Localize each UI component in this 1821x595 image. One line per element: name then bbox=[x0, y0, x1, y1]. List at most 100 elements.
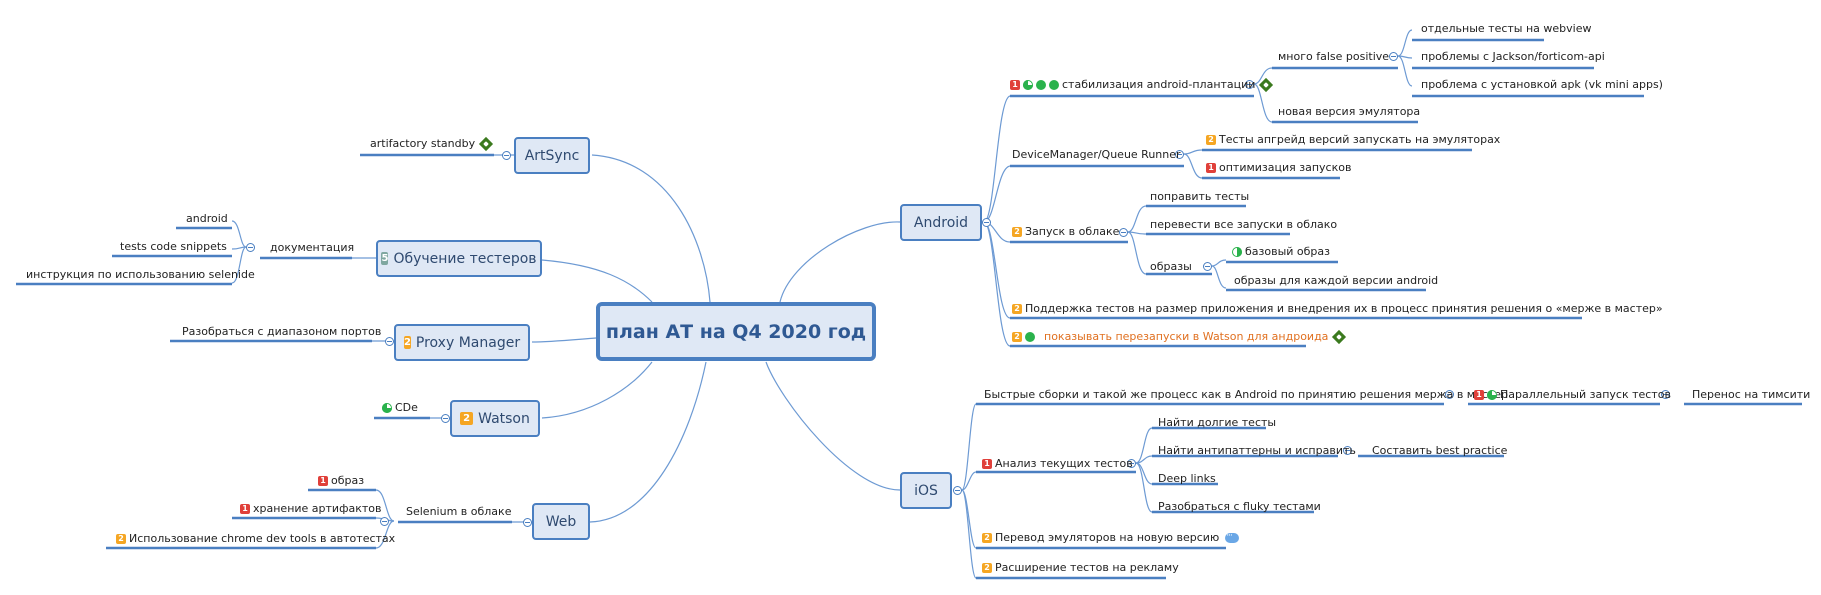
priority-1-icon: 1 bbox=[240, 504, 250, 514]
topic-ios-label: iOS bbox=[914, 482, 938, 499]
web-image-label: образ bbox=[331, 474, 365, 487]
subtopic-long-tests[interactable]: Найти долгие тесты bbox=[1158, 416, 1276, 430]
topic-proxy-label: Proxy Manager bbox=[415, 334, 521, 351]
topic-web[interactable]: Web bbox=[532, 503, 590, 540]
subtopic-watson-restarts[interactable]: 2 показывать перезапуски в Watson для ан… bbox=[1012, 329, 1347, 345]
per-version-images-label: образы для каждой версии android bbox=[1234, 274, 1439, 287]
fast-builds-label: Быстрые сборки и такой же процесс как в … bbox=[984, 388, 1509, 401]
subtopic-ads-tests[interactable]: 2 Расширение тестов на рекламу bbox=[982, 561, 1179, 575]
subtopic-android-docs[interactable]: android bbox=[186, 212, 228, 226]
topic-training-label: Обучение тестеров bbox=[393, 250, 537, 267]
code-snippets-label: tests code snippets bbox=[120, 240, 227, 253]
collapse-toggle[interactable] bbox=[1343, 446, 1352, 455]
subtopic-documentation[interactable]: документация bbox=[270, 241, 354, 255]
topic-watson-label: Watson bbox=[478, 410, 530, 427]
artifactory-standby-label: artifactory standby bbox=[370, 137, 476, 150]
collapse-toggle[interactable] bbox=[1127, 459, 1136, 468]
subtopic-code-snippets[interactable]: tests code snippets bbox=[120, 240, 227, 254]
collapse-toggle[interactable] bbox=[1661, 390, 1670, 399]
selenium-cloud-label: Selenium в облаке bbox=[406, 505, 512, 518]
priority-icon: 5 bbox=[381, 252, 389, 265]
subtopic-emulator[interactable]: новая версия эмулятора bbox=[1278, 105, 1420, 119]
subtopic-base-image[interactable]: базовый образ bbox=[1232, 245, 1330, 259]
collapse-toggle[interactable] bbox=[982, 218, 991, 227]
topic-training[interactable]: 5 Обучение тестеров bbox=[376, 240, 542, 277]
collapse-toggle[interactable] bbox=[523, 518, 532, 527]
collapse-toggle[interactable] bbox=[1445, 390, 1454, 399]
subtopic-best-practice[interactable]: Составить best practice bbox=[1372, 444, 1507, 458]
subtopic-parallel-run[interactable]: 1 Параллельный запуск тестов bbox=[1474, 388, 1671, 402]
subtopic-chrome-devtools[interactable]: 2 Использование chrome dev tools в автот… bbox=[116, 532, 395, 546]
collapse-toggle[interactable] bbox=[1119, 228, 1128, 237]
flag-diamond-icon bbox=[1332, 329, 1347, 345]
priority-1-icon: 1 bbox=[318, 476, 328, 486]
subtopic-test-analysis[interactable]: 1 Анализ текущих тестов bbox=[982, 457, 1133, 471]
artifact-storage-label: хранение артифактов bbox=[253, 502, 382, 515]
progress-done-icon bbox=[1049, 80, 1059, 90]
emulators-update-label: Перевод эмуляторов на новую версию bbox=[995, 531, 1220, 544]
subtopic-fix-tests[interactable]: поправить тесты bbox=[1150, 190, 1249, 204]
subtopic-move-to-cloud[interactable]: перевести все запуски в облако bbox=[1150, 218, 1337, 232]
subtopic-emulators-update[interactable]: 2 Перевод эмуляторов на новую версию bbox=[982, 529, 1240, 545]
collapse-toggle[interactable] bbox=[1389, 52, 1398, 61]
fix-tests-label: поправить тесты bbox=[1150, 190, 1250, 203]
subtopic-port-range[interactable]: Разобраться с диапазоном портов bbox=[182, 325, 381, 339]
subtopic-cloud-run[interactable]: 2 Запуск в облаке bbox=[1012, 225, 1119, 239]
subtopic-per-version-images[interactable]: образы для каждой версии android bbox=[1234, 274, 1438, 288]
subtopic-artifactory-standby[interactable]: artifactory standby bbox=[370, 136, 494, 152]
collapse-toggle[interactable] bbox=[1175, 150, 1184, 159]
subtopic-selenide-guide[interactable]: инструкция по использованию selenide bbox=[26, 268, 255, 282]
subtopic-artifact-storage[interactable]: 1 хранение артифактов bbox=[240, 502, 382, 516]
collapse-toggle[interactable] bbox=[1203, 262, 1212, 271]
subtopic-size-tests[interactable]: 2 Поддержка тестов на размер приложения … bbox=[1012, 302, 1663, 316]
subtopic-cde[interactable]: CDe bbox=[382, 401, 418, 415]
priority-icon: 2 bbox=[460, 412, 474, 425]
comment-icon[interactable] bbox=[1225, 529, 1240, 543]
topic-watson[interactable]: 2 Watson bbox=[450, 400, 540, 437]
subtopic-device-manager[interactable]: DeviceManager/Queue Runner bbox=[1012, 148, 1181, 162]
collapse-toggle[interactable] bbox=[953, 486, 962, 495]
collapse-toggle[interactable] bbox=[441, 414, 450, 423]
collapse-toggle[interactable] bbox=[1245, 80, 1254, 89]
central-topic[interactable]: план АТ на Q4 2020 год bbox=[596, 302, 876, 361]
priority-2-icon: 2 bbox=[1206, 135, 1216, 145]
subtopic-teamcity[interactable]: Перенос на тимсити bbox=[1692, 388, 1810, 402]
chrome-devtools-label: Использование chrome dev tools в автотес… bbox=[129, 532, 396, 545]
topic-android[interactable]: Android bbox=[900, 204, 982, 241]
subtopic-upgrade-tests[interactable]: 2 Тесты апгрейд версий запускать на эмул… bbox=[1206, 133, 1500, 147]
collapse-toggle[interactable] bbox=[246, 243, 255, 252]
subtopic-apk[interactable]: проблема с установкой apk (vk mini apps) bbox=[1421, 78, 1663, 92]
collapse-toggle[interactable] bbox=[502, 151, 511, 160]
subtopic-webview[interactable]: отдельные тесты на webview bbox=[1421, 22, 1591, 36]
collapse-toggle[interactable] bbox=[385, 337, 394, 346]
images-label: образы bbox=[1150, 260, 1192, 273]
subtopic-web-image[interactable]: 1 образ bbox=[318, 474, 364, 488]
jackson-label: проблемы с Jackson/forticom-api bbox=[1421, 50, 1605, 63]
upgrade-tests-label: Тесты апгрейд версий запускать на эмулят… bbox=[1219, 133, 1501, 146]
subtopic-optimization[interactable]: 1 оптимизация запусков bbox=[1206, 161, 1351, 175]
topic-proxy-manager[interactable]: 2 Proxy Manager bbox=[394, 324, 530, 361]
subtopic-selenium-cloud[interactable]: Selenium в облаке bbox=[406, 505, 511, 519]
flag-diamond-icon bbox=[1259, 77, 1274, 93]
device-manager-label: DeviceManager/Queue Runner bbox=[1012, 148, 1181, 161]
priority-1-icon: 1 bbox=[1206, 163, 1216, 173]
priority-2-icon: 2 bbox=[982, 563, 992, 573]
central-topic-label: план АТ на Q4 2020 год bbox=[605, 320, 867, 343]
subtopic-jackson[interactable]: проблемы с Jackson/forticom-api bbox=[1421, 50, 1605, 64]
topic-artsync[interactable]: ArtSync bbox=[514, 137, 590, 174]
topic-ios[interactable]: iOS bbox=[900, 472, 952, 509]
progress-done-icon bbox=[1025, 332, 1035, 342]
subtopic-images[interactable]: образы bbox=[1150, 260, 1192, 274]
subtopic-false-positive[interactable]: много false positive bbox=[1278, 50, 1389, 64]
cde-label: CDe bbox=[395, 401, 418, 414]
subtopic-antipatterns[interactable]: Найти антипаттерны и исправить bbox=[1158, 444, 1356, 458]
collapse-toggle[interactable] bbox=[380, 517, 389, 526]
subtopic-stabilization[interactable]: 1 стабилизация android-плантации bbox=[1010, 77, 1274, 93]
priority-2-icon: 2 bbox=[1012, 304, 1022, 314]
subtopic-flaky-tests[interactable]: Разобраться с fluky тестами bbox=[1158, 500, 1321, 514]
subtopic-fast-builds[interactable]: Быстрые сборки и такой же процесс как в … bbox=[984, 388, 1508, 402]
progress-half-icon bbox=[1232, 247, 1242, 257]
parallel-run-label: Параллельный запуск тестов bbox=[1500, 388, 1671, 401]
subtopic-deep-links[interactable]: Deep links bbox=[1158, 472, 1216, 486]
